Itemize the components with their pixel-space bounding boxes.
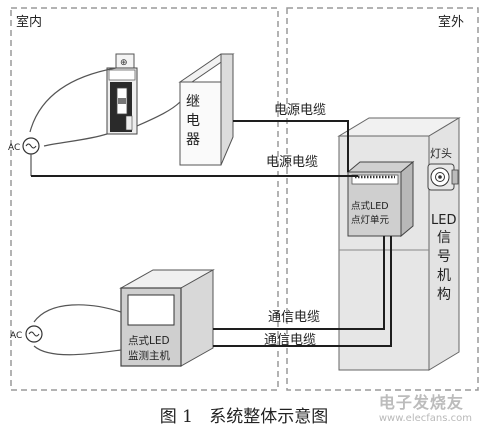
relay-label-2: 电 — [186, 113, 200, 129]
signal-mechanism-label-5: 构 — [437, 287, 451, 303]
lighting-unit-line2: 点灯单元 — [351, 214, 390, 226]
signal-mechanism-label-3: 号 — [437, 249, 451, 265]
power-cable-1 — [233, 120, 349, 172]
power-cable-label-2: 电源电缆 — [266, 154, 318, 170]
comm-cable-label-2: 通信电缆 — [264, 332, 316, 348]
comm-cable-1 — [213, 236, 385, 330]
outdoor-region — [286, 7, 479, 391]
indoor-region — [10, 7, 279, 391]
comm-cable-label-1: 通信电缆 — [268, 309, 320, 325]
indoor-label: 室内 — [16, 14, 42, 30]
power-cable-label-1: 电源电缆 — [274, 102, 326, 118]
relay-label-1: 继 — [186, 94, 200, 110]
ac-label-top: AC — [8, 143, 20, 153]
figure-caption: 图 1 系统整体示意图 — [0, 402, 488, 427]
ac-source-bottom — [25, 325, 43, 343]
watermark: 电子发烧友 www.elecfans.com — [379, 389, 472, 424]
lamp-head-label: 灯头 — [430, 147, 452, 160]
signal-mechanism-label-1: LED — [431, 213, 456, 228]
svg-text:⊕: ⊕ — [120, 58, 128, 68]
ac-label-bottom: AC — [10, 331, 22, 341]
signal-mechanism-label-4: 机 — [437, 268, 451, 284]
figure-title: 系统整体示意图 — [209, 407, 329, 427]
watermark-brand: 电子发烧友 — [378, 393, 464, 412]
monitoring-host — [119, 269, 215, 367]
comm-cable-2 — [213, 236, 392, 347]
ac-source-top — [22, 137, 40, 155]
watermark-url: www.elecfans.com — [378, 413, 472, 424]
monitor-host-line2: 监测主机 — [128, 349, 170, 362]
lamp-head — [427, 163, 459, 191]
relay-box — [178, 53, 235, 166]
signal-mechanism-label-2: 信 — [437, 230, 451, 246]
outdoor-label: 室外 — [438, 14, 464, 30]
lighting-unit-line1: 点式LED — [351, 200, 389, 212]
relay-label-3: 器 — [186, 132, 200, 148]
figure-number: 图 1 — [159, 407, 193, 427]
monitor-host-line1: 点式LED — [128, 334, 170, 347]
circuit-breaker: ⊕ — [106, 53, 138, 135]
lighting-unit-box — [346, 160, 415, 238]
